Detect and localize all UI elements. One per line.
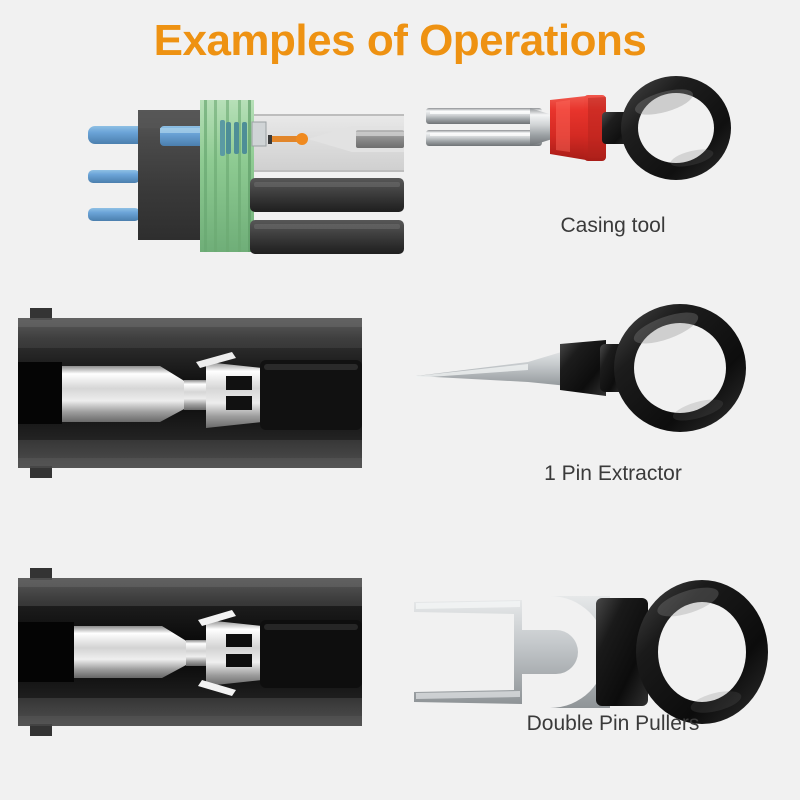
cable-tubes-group [250, 178, 404, 254]
casing-tool-ring-handle [621, 76, 731, 180]
casing-tool-shaft [426, 108, 562, 146]
row-one-pin-extractor: 1 Pin Extractor [0, 300, 800, 520]
tool-casing-tool: Casing tool [410, 76, 800, 278]
terminal-contact [70, 610, 262, 696]
illustration-single-pin-terminal-cutaway [0, 300, 420, 520]
casing-tool-red-collar [550, 95, 606, 161]
terminal-contact [58, 352, 262, 428]
pullers-ring-handle [636, 580, 768, 724]
extractor-blade [416, 350, 568, 386]
double-pin-fork-blade [414, 596, 610, 708]
caption-one-pin-extractor: 1 Pin Extractor [544, 462, 682, 485]
connector-seal-green [200, 100, 254, 252]
row-casing-tool: Casing tool [0, 76, 800, 278]
orange-contact-detail [268, 133, 308, 145]
row-double-pin-pullers: Double Pin Pullers [0, 562, 800, 767]
extractor-ring-handle [614, 304, 746, 432]
illustration-double-pin-terminal-cutaway [0, 562, 420, 767]
caption-casing-tool: Casing tool [560, 214, 666, 237]
illustration-connector-casing-cutaway [0, 78, 420, 278]
caption-double-pin-pullers: Double Pin Pullers [526, 712, 700, 735]
tool-one-pin-extractor: 1 Pin Extractor [410, 300, 800, 520]
page-title: Examples of Operations [153, 16, 647, 65]
tool-double-pin-pullers: Double Pin Pullers [410, 562, 800, 767]
